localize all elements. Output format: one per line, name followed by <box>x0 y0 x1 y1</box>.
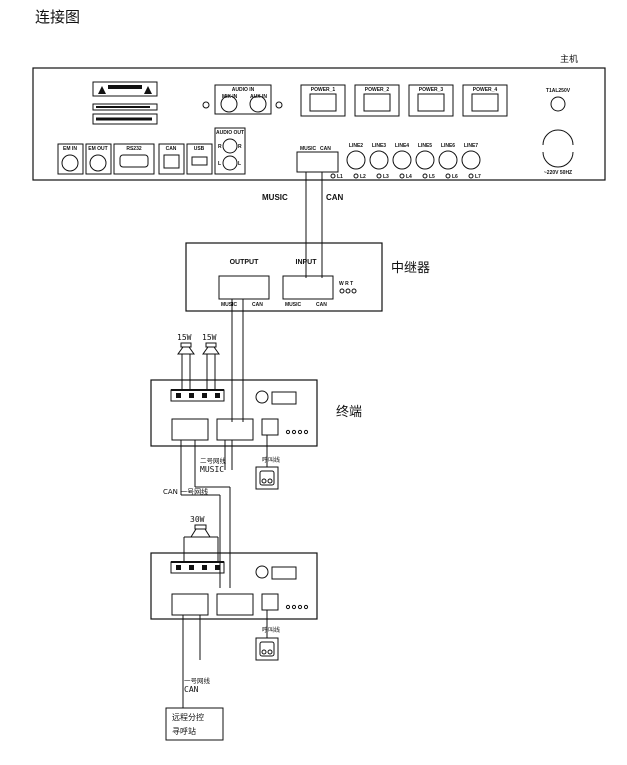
svg-text:AUDIO OUT: AUDIO OUT <box>216 130 244 136</box>
terminal-unit-1 <box>150 379 318 447</box>
host-power-input: T1AL250V ~220V 50HZ <box>542 88 574 176</box>
svg-text:R: R <box>218 144 222 150</box>
repeater-label: 中继器 <box>391 261 430 276</box>
host-music-can-port: MUSIC CAN <box>296 146 339 173</box>
svg-text:OUTPUT: OUTPUT <box>230 259 260 266</box>
svg-text:LINE3: LINE3 <box>372 143 386 149</box>
power-outlets: POWER_1 POWER_2 POWER_3 POWER_4 <box>300 84 508 117</box>
svg-text:MIX IN: MIX IN <box>222 94 238 100</box>
host-leds: L1 L2 L3 L4 L5 L6 L7 <box>330 173 481 180</box>
terminal-unit-2 <box>150 552 318 620</box>
svg-text:~220V 50HZ: ~220V 50HZ <box>544 170 572 176</box>
svg-text:L: L <box>218 161 221 167</box>
svg-text:30W: 30W <box>190 515 205 524</box>
svg-text:USB: USB <box>194 146 205 152</box>
microphone-1: 呼叫线 <box>255 435 280 490</box>
svg-text:POWER_3: POWER_3 <box>419 87 444 93</box>
svg-text:MUSIC: MUSIC <box>200 465 224 474</box>
svg-text:EM OUT: EM OUT <box>88 146 107 152</box>
svg-text:15W: 15W <box>177 333 192 342</box>
svg-text:L4: L4 <box>406 174 412 180</box>
svg-text:POWER_4: POWER_4 <box>473 87 498 93</box>
cable-repeater-terminal <box>231 299 244 422</box>
cable-host-repeater: MUSIC CAN <box>262 172 344 278</box>
audio-in-panel: AUDIO IN MIX IN AUX IN <box>202 84 283 115</box>
terminal-1-parts <box>170 389 309 441</box>
svg-text:MUSIC: MUSIC <box>300 146 317 152</box>
svg-text:CAN: CAN <box>320 146 331 152</box>
host-label: 主机 <box>560 53 578 65</box>
svg-text:CAN: CAN <box>166 146 177 152</box>
svg-text:POWER_2: POWER_2 <box>365 87 390 93</box>
svg-text:CAN: CAN <box>326 193 344 202</box>
svg-text:CAN: CAN <box>316 302 327 308</box>
microphone-2: 呼叫线 <box>255 610 280 661</box>
svg-text:L6: L6 <box>452 174 458 180</box>
svg-text:T1AL250V: T1AL250V <box>546 88 571 94</box>
svg-text:MUSIC: MUSIC <box>285 302 302 308</box>
svg-text:L3: L3 <box>383 174 389 180</box>
svg-text:L7: L7 <box>475 174 481 180</box>
terminal-2-parts <box>170 561 309 616</box>
svg-text:LINE7: LINE7 <box>464 143 478 149</box>
svg-text:L2: L2 <box>360 174 366 180</box>
svg-text:AUDIO IN: AUDIO IN <box>232 87 255 93</box>
svg-text:LINE2: LINE2 <box>349 143 363 149</box>
host-line-outputs: LINE2 LINE3 LINE4 LINE5 LINE6 LINE7 <box>346 143 481 170</box>
svg-text:AUX IN: AUX IN <box>250 94 267 100</box>
speaker-30w: 30W <box>183 515 219 562</box>
cable-terminal-terminal: 二号网线 MUSIC CAN 一号网线 <box>163 440 233 588</box>
svg-text:POWER_1: POWER_1 <box>311 87 336 93</box>
svg-text:EM IN: EM IN <box>63 146 77 152</box>
host-port-row: EM IN EM OUT RS232 CAN USB <box>57 143 213 175</box>
svg-text:R: R <box>238 144 242 150</box>
svg-text:L: L <box>238 161 241 167</box>
svg-text:MUSIC: MUSIC <box>262 193 288 202</box>
warning-labels <box>92 81 158 125</box>
audio-out-panel: AUDIO OUT R R L L <box>214 127 246 175</box>
speakers-15w: 15W 15W <box>177 333 220 390</box>
svg-text:二号网线: 二号网线 <box>200 456 227 465</box>
svg-text:呼叫线: 呼叫线 <box>262 626 280 634</box>
terminal-label: 终端 <box>336 404 362 420</box>
svg-text:LINE5: LINE5 <box>418 143 432 149</box>
svg-text:LINE4: LINE4 <box>395 143 409 149</box>
remote-label-1: 远程分控 <box>172 712 204 722</box>
repeater-unit <box>185 242 383 312</box>
svg-text:INPUT: INPUT <box>296 259 318 266</box>
svg-text:L5: L5 <box>429 174 435 180</box>
cable-terminal-remote: 一号网线 CAN <box>182 615 211 708</box>
svg-text:CAN: CAN <box>252 302 263 308</box>
host-unit <box>32 67 606 181</box>
svg-text:L1: L1 <box>337 174 343 180</box>
svg-text:一号网线: 一号网线 <box>184 676 211 685</box>
svg-text:CAN 一号网线: CAN 一号网线 <box>163 487 208 496</box>
svg-text:呼叫线: 呼叫线 <box>262 456 280 464</box>
svg-text:15W: 15W <box>202 333 217 342</box>
svg-text:CAN: CAN <box>184 685 199 694</box>
svg-text:MUSIC: MUSIC <box>221 302 238 308</box>
page-title: 连接图 <box>35 8 80 26</box>
remote-paging-station <box>165 707 224 741</box>
svg-text:LINE6: LINE6 <box>441 143 455 149</box>
repeater-ports: OUTPUT MUSIC CAN INPUT MUSIC CAN W R T <box>218 259 357 308</box>
svg-text:RS232: RS232 <box>126 146 142 152</box>
svg-text:W R T: W R T <box>339 281 353 287</box>
remote-label-2: 寻呼站 <box>172 726 196 736</box>
